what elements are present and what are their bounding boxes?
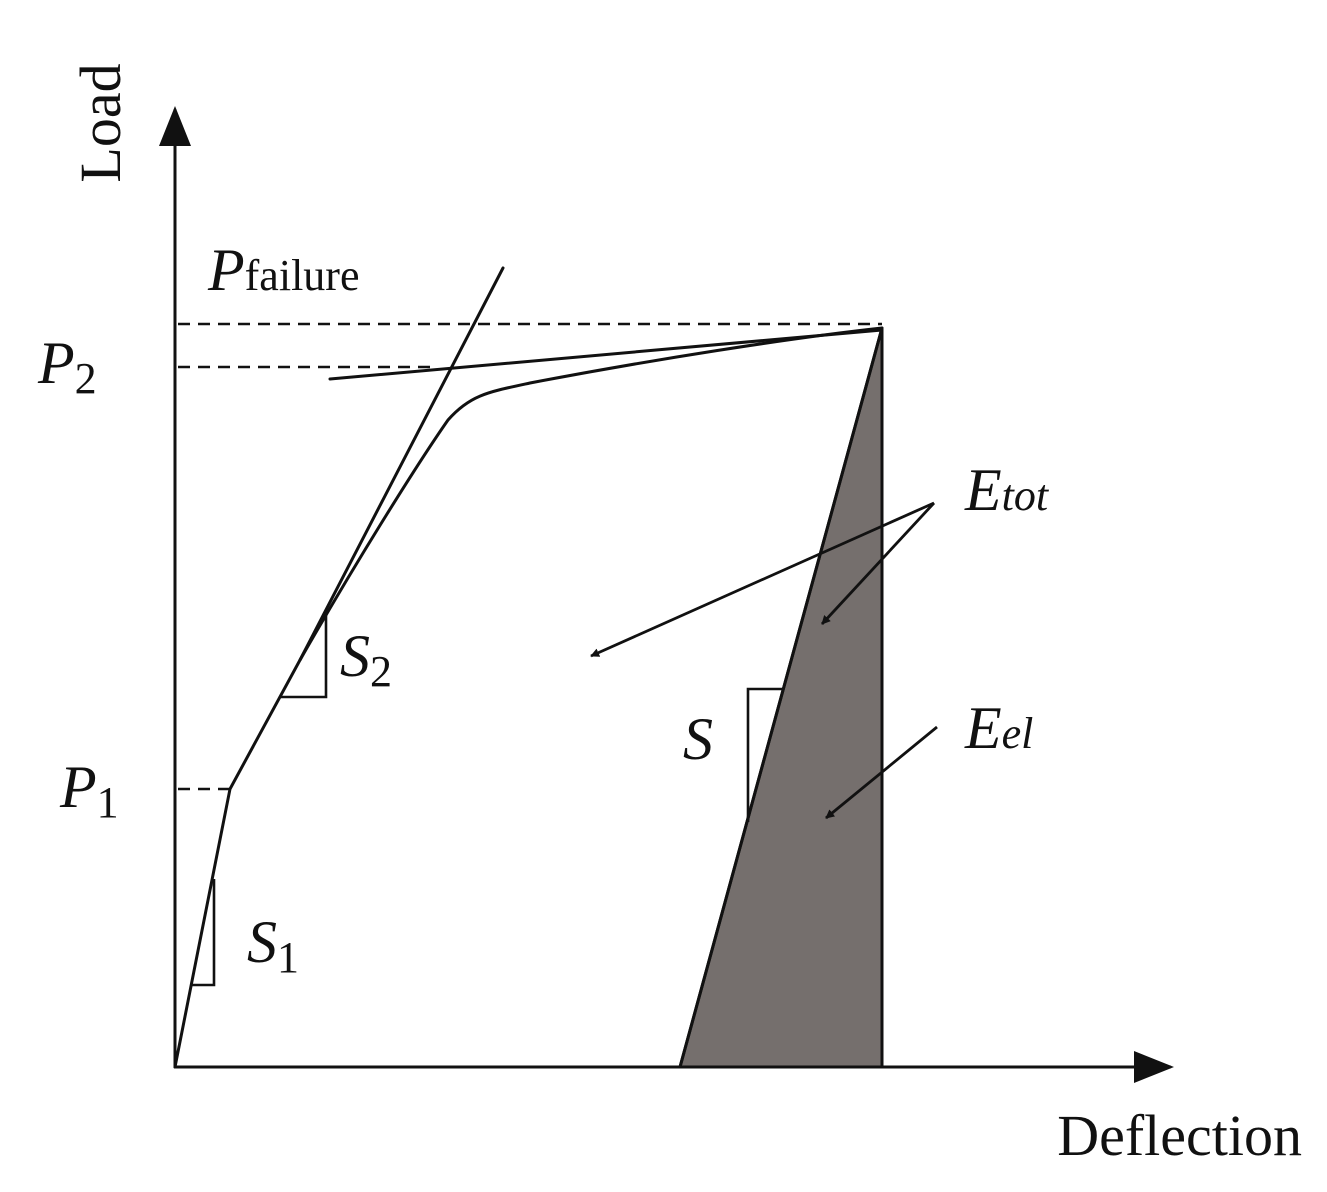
etot-arrow-to-shaded [820, 502, 936, 625]
s1-slope-triangle [192, 879, 216, 987]
x-axis-label: Deflection [1057, 1103, 1302, 1168]
p1-label: P1 [59, 754, 119, 827]
p-failure-label: Pfailure [207, 237, 359, 303]
s2-slope-triangle [280, 611, 328, 699]
p2-secant-line [328, 328, 884, 381]
eel-arrow [825, 725, 938, 820]
load-deflection-curve [173, 326, 884, 1069]
p2-label: P2 [37, 330, 97, 403]
s-label: S [683, 706, 713, 772]
etot-label: Etot [964, 457, 1050, 523]
etot-arrow-to-area [590, 501, 935, 658]
eel-label: Eel [964, 695, 1033, 761]
s-slope-triangle [746, 687, 782, 822]
y-axis-label: Load [68, 63, 133, 182]
s2-label: S2 [340, 623, 392, 696]
s1-label: S1 [247, 909, 299, 982]
s2-tangent-line [298, 266, 505, 662]
unloading-line [678, 326, 884, 1069]
